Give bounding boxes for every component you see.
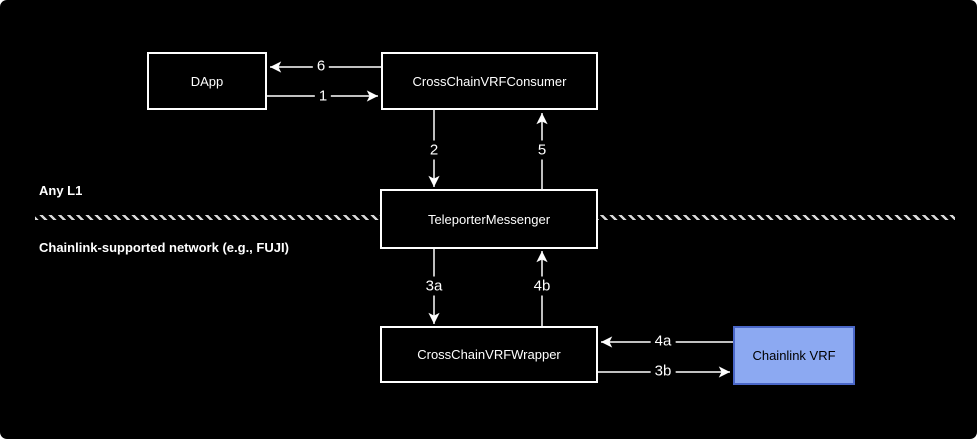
edge-label-2: 2 <box>425 140 443 160</box>
node-crosschainvrfconsumer: CrossChainVRFConsumer <box>381 52 598 110</box>
node-crosschainvrfconsumer-label: CrossChainVRFConsumer <box>412 73 567 89</box>
node-chainlink-vrf: Chainlink VRF <box>733 326 855 385</box>
node-teleportermessenger-label: TeleporterMessenger <box>427 211 551 227</box>
node-crosschainvrfwrapper-label: CrossChainVRFWrapper <box>417 347 561 362</box>
node-chainlink-vrf-label: Chainlink VRF <box>752 348 836 363</box>
edge-label-3b: 3b <box>650 361 676 381</box>
edge-label-6: 6 <box>312 56 330 76</box>
node-dapp-label: DApp <box>190 73 224 89</box>
node-crosschainvrfwrapper: CrossChainVRFWrapper <box>380 326 598 383</box>
edge-label-4b: 4b <box>529 276 555 296</box>
edge-label-4a: 4a <box>650 331 676 351</box>
node-dapp: DApp <box>147 52 267 110</box>
node-teleportermessenger: TeleporterMessenger <box>380 189 598 249</box>
edge-label-3a: 3a <box>421 276 447 296</box>
region-label-any-l1: Any L1 <box>39 183 83 198</box>
edge-label-1: 1 <box>314 86 332 106</box>
region-label-chainlink-network: Chainlink-supported network (e.g., FUJI) <box>39 240 289 255</box>
edge-label-5: 5 <box>533 140 551 160</box>
